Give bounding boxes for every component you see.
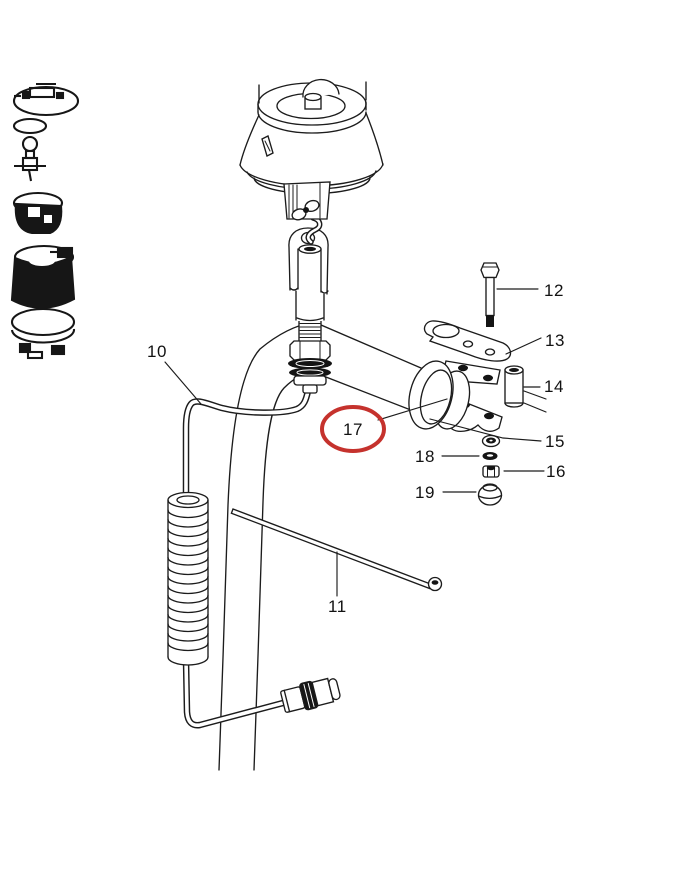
hook-link [305,215,323,245]
bracket-part-13 [423,320,512,362]
clamp-front-band [408,360,454,430]
bolt-part-12 [480,262,500,327]
callout-18[interactable]: 18 [415,447,435,466]
mount-stud [288,319,332,394]
cable [182,387,312,729]
spacer-part-14 [504,365,524,408]
callout-14[interactable]: 14 [544,377,564,396]
tension-rod [230,508,443,592]
callout-10[interactable]: 10 [147,342,167,361]
hex-nut-part-16 [482,465,500,478]
overview-thumbnail[interactable] [0,0,110,380]
callout-19[interactable]: 19 [415,483,435,502]
leader-lines [164,288,547,597]
thumbnail-art [10,82,80,360]
cap-nut-part-19 [477,483,503,506]
highlight-ellipse [320,405,386,453]
cable-coil [167,491,209,666]
clamp-part-17 [408,360,503,433]
cable-plug [280,677,341,713]
callout-11[interactable]: 11 [328,597,347,616]
stud-hex-nut [289,340,331,361]
callout-13[interactable]: 13 [545,331,565,350]
beacon-bracket-block [283,181,331,220]
flanged-nut-part-15 [481,434,501,448]
callout-12[interactable]: 12 [544,281,564,300]
clevis-fork [288,227,329,295]
callout-17-highlighted[interactable]: 17 [343,420,363,439]
callout-16[interactable]: 16 [546,462,566,481]
beacon-base [239,78,384,221]
callout-15[interactable]: 15 [545,432,565,451]
lock-ring-part-18 [482,452,498,460]
